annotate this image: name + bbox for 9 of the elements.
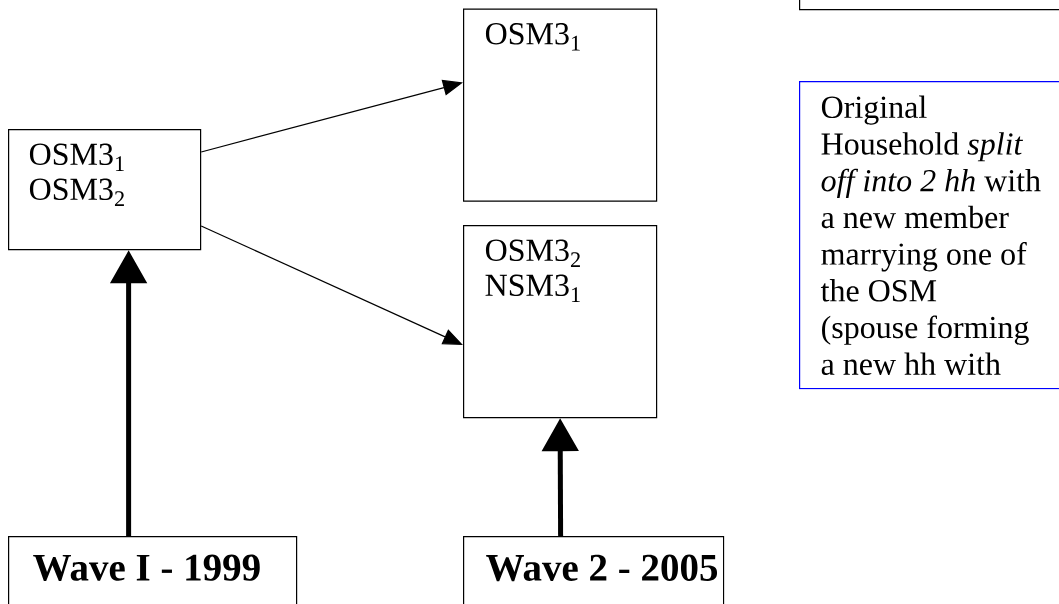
wave-box: Wave I - 1999 [8,536,298,604]
arrow [200,225,463,345]
household-box: OSM3$_{1}$ OSM3$_{2}$ [8,129,202,251]
empty-box [799,0,1059,11]
arrow [200,79,463,153]
note-box: Original Household split off into 2 hh with a new member marrying one of the OSM (spouse forming a new hh with [799,81,1059,390]
household-box: OSM3$_{1}$ [463,8,658,202]
household-box: OSM3$_{2}$ NSM3$_{1}$ [463,225,658,419]
wave-box: Wave 2 - 2005 [463,536,725,604]
